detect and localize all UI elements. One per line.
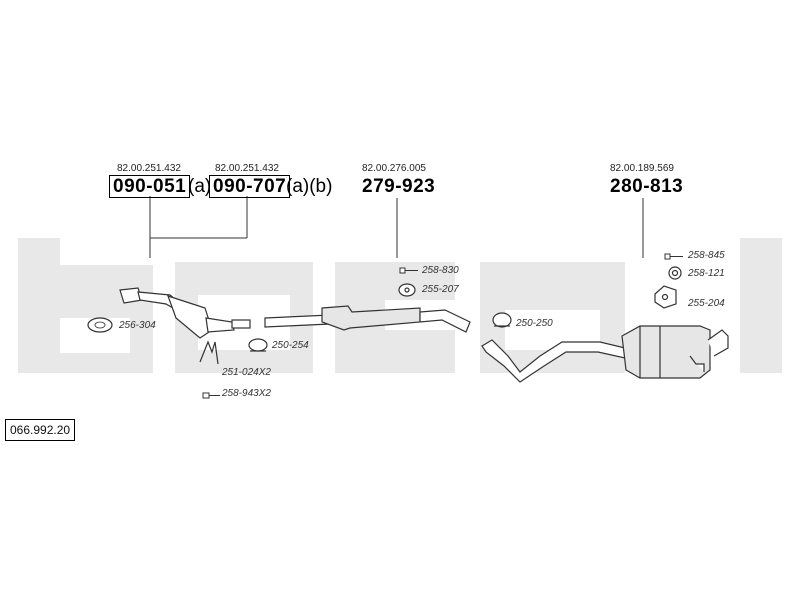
leader-lines — [149, 196, 644, 258]
middle-silencer — [264, 305, 471, 333]
part-number[interactable]: 090-707 — [209, 175, 291, 198]
spring-clip — [199, 340, 219, 365]
component-label: 255-204 — [688, 298, 725, 309]
component-label: 258-845 — [688, 250, 725, 261]
part-suffix: (a) — [188, 176, 212, 197]
front-pipe-catalyst — [119, 287, 251, 339]
part-number[interactable]: 280-813 — [610, 176, 684, 197]
component-label: 258-830 — [422, 265, 459, 276]
part-suffix: (a)(b) — [286, 176, 333, 197]
bolt — [202, 392, 220, 399]
rubber-mount — [398, 283, 416, 297]
washer — [668, 266, 682, 280]
bolt — [664, 253, 683, 260]
reference-number: 82.00.251.432 — [215, 163, 279, 174]
reference-number: 82.00.251.432 — [117, 163, 181, 174]
component-label: 258-121 — [688, 268, 725, 279]
component-label: 251-024X2 — [222, 367, 271, 378]
component-label: 250-254 — [272, 340, 309, 351]
clamp — [248, 338, 268, 352]
part-number[interactable]: 090-051 — [109, 175, 191, 198]
reference-number: 82.00.189.569 — [610, 163, 674, 174]
component-label: 255-207 — [422, 284, 459, 295]
clamp — [492, 312, 512, 328]
bolt — [399, 267, 418, 274]
reference-number: 82.00.276.005 — [362, 163, 426, 174]
rubber-mount — [654, 285, 677, 309]
rear-silencer — [481, 325, 729, 383]
component-label: 258-943X2 — [222, 388, 271, 399]
component-label: 256-304 — [119, 320, 156, 331]
component-label: 250-250 — [516, 318, 553, 329]
part-number[interactable]: 279-923 — [362, 176, 436, 197]
catalog-number: 066.992.20 — [5, 419, 76, 441]
